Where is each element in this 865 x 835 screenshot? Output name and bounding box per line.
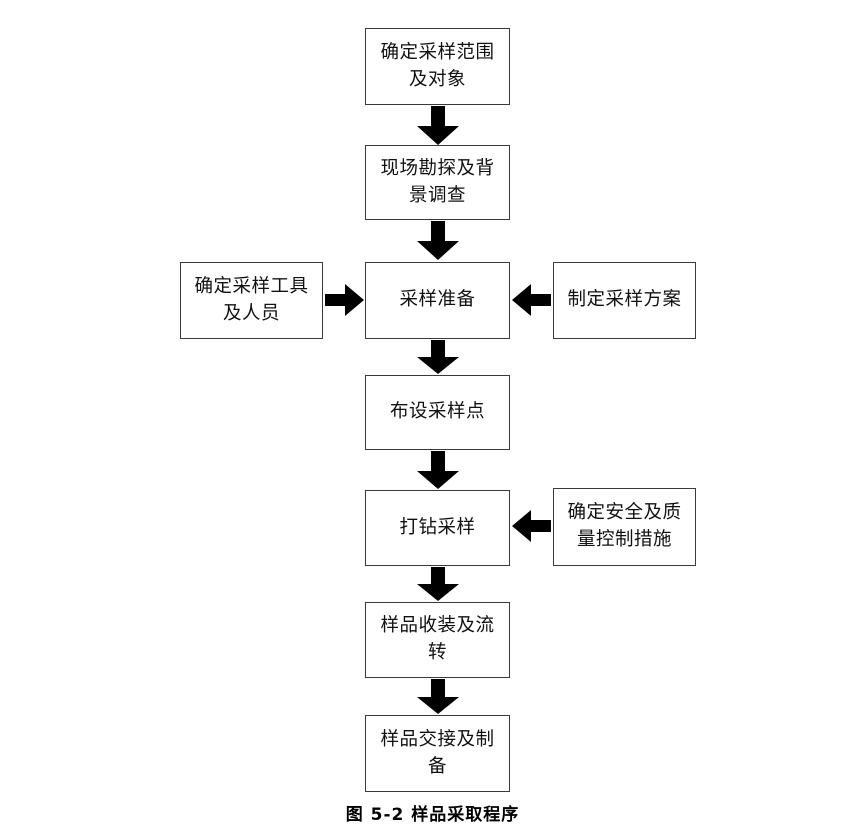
flow-node-step1[interactable]: 确定采样范围 及对象 xyxy=(365,28,510,105)
flow-node-sampling-plan[interactable]: 制定采样方案 xyxy=(553,262,696,339)
arrow-down-step4-to-step5 xyxy=(416,451,460,490)
flow-node-step7[interactable]: 样品交接及制 备 xyxy=(365,715,510,792)
flow-node-step3[interactable]: 采样准备 xyxy=(365,262,510,339)
flow-node-step5[interactable]: 打钻采样 xyxy=(365,490,510,566)
arrow-down-step1-to-step2 xyxy=(416,106,460,146)
arrow-down-step3-to-step4 xyxy=(416,340,460,375)
flow-node-sampling-tools[interactable]: 确定采样工具 及人员 xyxy=(180,262,323,339)
arrow-down-step5-to-step6 xyxy=(416,567,460,602)
flow-node-quality-control[interactable]: 确定安全及质 量控制措施 xyxy=(553,488,696,566)
arrow-left-quality-to-step5 xyxy=(512,510,552,543)
arrow-down-step6-to-step7 xyxy=(416,679,460,715)
flow-node-step6[interactable]: 样品收装及流 转 xyxy=(365,602,510,678)
flow-node-step4[interactable]: 布设采样点 xyxy=(365,375,510,450)
arrow-left-plan-to-step3 xyxy=(512,284,552,317)
flow-node-step2[interactable]: 现场勘探及背 景调查 xyxy=(365,145,510,220)
figure-caption: 图 5-2 样品采取程序 xyxy=(345,805,520,825)
arrow-down-step2-to-step3 xyxy=(416,221,460,261)
arrow-right-tools-to-step3 xyxy=(325,284,365,317)
